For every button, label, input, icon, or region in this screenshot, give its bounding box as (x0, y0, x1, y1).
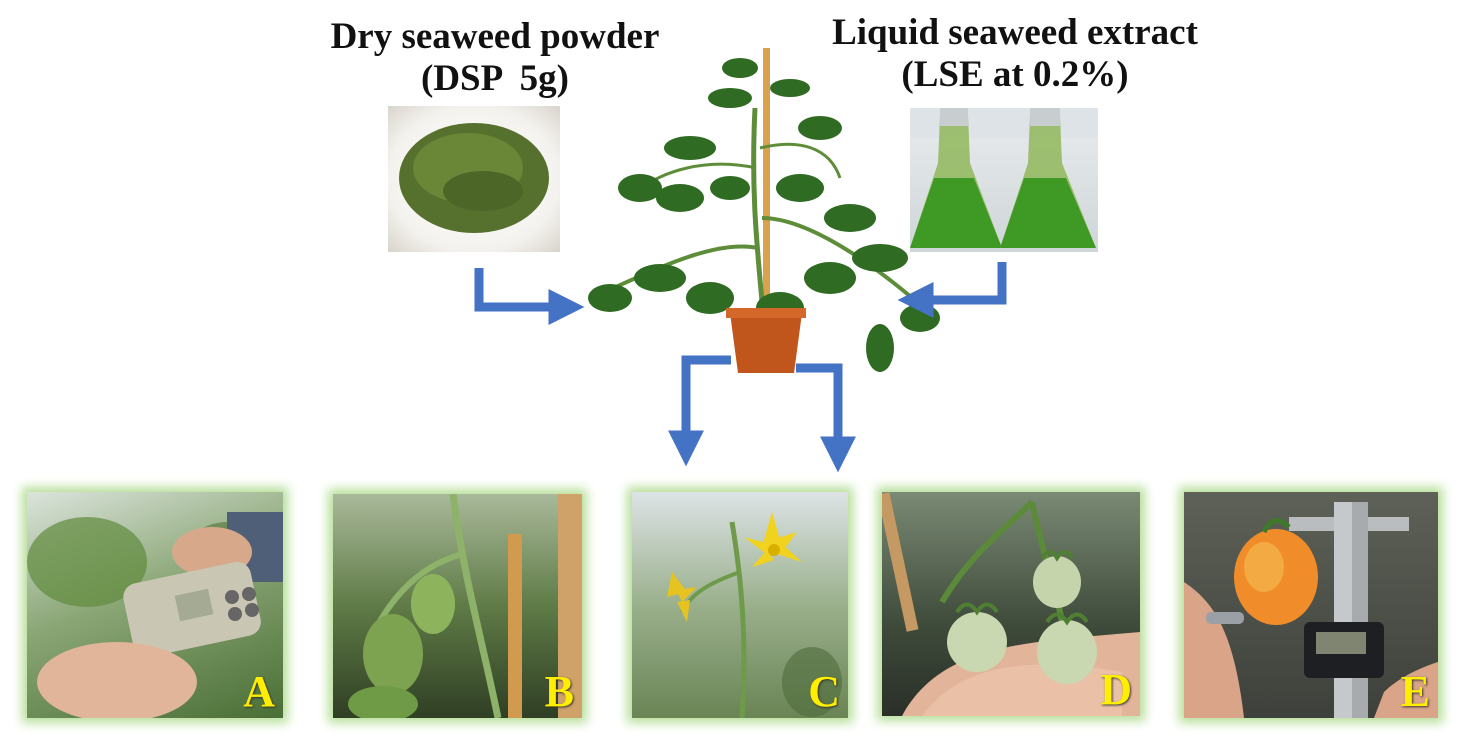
dsp-to-plant-arrow (474, 268, 585, 325)
panel-b-stem: B (333, 494, 582, 718)
panel-d-green-fruits: D (882, 492, 1140, 716)
panel-b-illustration (348, 494, 582, 718)
plant-to-right-panels-arrow (796, 363, 856, 473)
panel-a-illustration (27, 512, 283, 718)
plant-to-left-panels-arrow (668, 355, 731, 467)
dsp-title: Dry seaweed powder (DSP 5g) (300, 16, 690, 100)
dsp-title-line2: (DSP 5g) (421, 58, 569, 99)
panel-c-flowers: C (632, 492, 848, 718)
lse-to-plant-arrow (897, 262, 1007, 318)
panel-e-letter: E (1400, 667, 1430, 716)
panel-e-illustration (1184, 502, 1438, 718)
powder-pile-illustration (399, 123, 549, 233)
flasks-illustration (910, 108, 1098, 248)
lse-title-line2: (LSE at 0.2%) (901, 54, 1129, 95)
lse-title-line1: Liquid seaweed extract (832, 12, 1198, 53)
dsp-photo (388, 106, 560, 252)
lse-title: Liquid seaweed extract (LSE at 0.2%) (800, 12, 1230, 96)
lse-photo (910, 108, 1098, 252)
panel-a-letter: A (243, 667, 275, 716)
panel-c-letter: C (808, 667, 840, 716)
panel-d-illustration (882, 492, 1140, 716)
dsp-title-line1: Dry seaweed powder (330, 16, 660, 57)
panel-e-fruit-caliper: E (1184, 492, 1438, 718)
panel-c-illustration (667, 512, 842, 718)
panel-a-chlorophyll-meter: A (27, 492, 283, 718)
panel-d-letter: D (1100, 665, 1132, 714)
panel-b-letter: B (544, 667, 574, 716)
